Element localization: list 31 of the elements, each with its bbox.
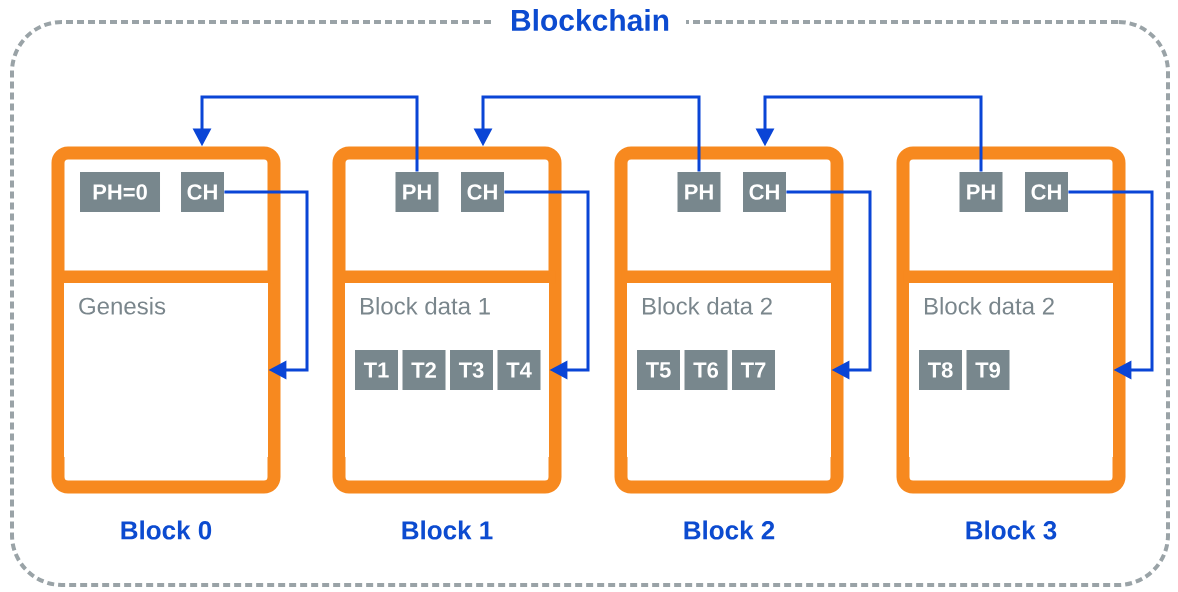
hash-tag: PH — [677, 172, 721, 212]
hash-tag: T8 — [919, 350, 962, 390]
hash-tag: T6 — [684, 350, 728, 390]
arrow — [504, 190, 590, 380]
hash-tag: CH — [1025, 172, 1068, 212]
arrow — [224, 190, 309, 380]
hash-tag: PH — [959, 172, 1003, 212]
hash-tag: T9 — [966, 350, 1010, 390]
node-label: Genesis — [79, 297, 166, 315]
hash-tag: T7 — [732, 350, 775, 390]
block-label: Block 1 — [402, 520, 493, 540]
data-section: Genesis — [64, 283, 268, 457]
hash-tag: CH — [461, 172, 504, 212]
hash-tag: PH — [395, 172, 439, 212]
node-label: Block data 2 — [642, 297, 772, 315]
hash-tag: T1 — [355, 350, 398, 390]
arrow — [786, 190, 872, 380]
hash-tag: T3 — [450, 350, 493, 390]
title: Blockchain — [494, 7, 687, 33]
node-label: Block data 1 — [360, 297, 490, 315]
hash-tag: CH — [181, 172, 224, 212]
node-label: Block data 2 — [924, 297, 1054, 315]
block-label: Block 3 — [966, 520, 1057, 540]
hash-tag: PH=0 — [80, 172, 160, 212]
hash-tag: T5 — [637, 350, 680, 390]
hash-tag: T4 — [497, 350, 541, 390]
arrow — [1068, 190, 1154, 380]
block-label: Block 0 — [121, 520, 212, 540]
block-label: Block 2 — [684, 520, 775, 540]
hash-tag: T2 — [402, 350, 446, 390]
hash-tag: CH — [743, 172, 786, 212]
